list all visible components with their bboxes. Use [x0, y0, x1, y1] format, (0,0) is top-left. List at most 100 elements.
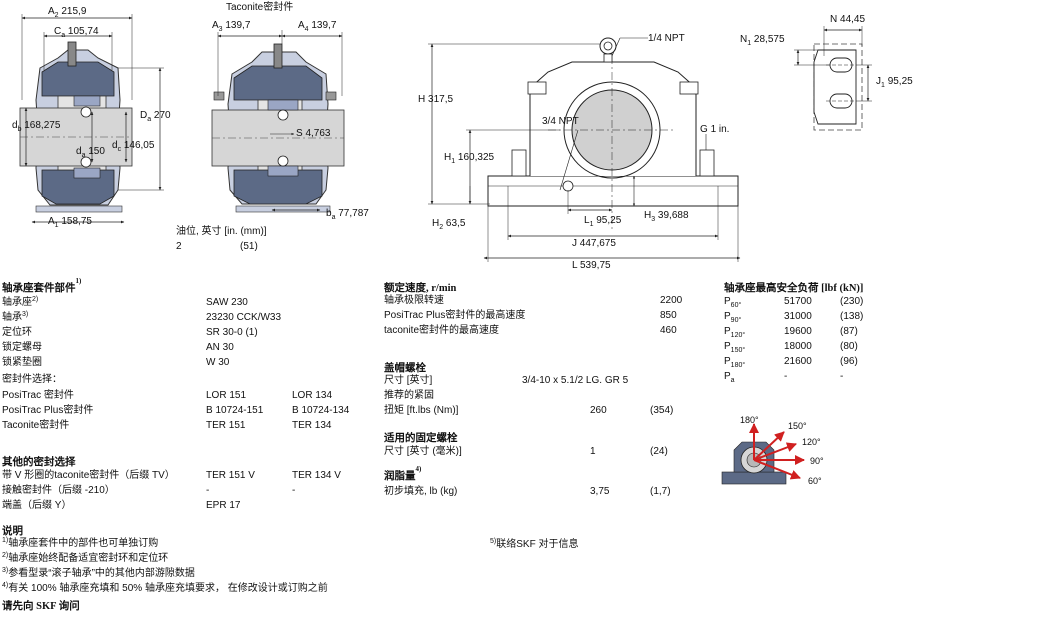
dim-a4: A4 139,7 — [298, 20, 337, 33]
dim-da-big: Da 270 — [140, 110, 171, 123]
section-view-taconite — [211, 30, 345, 213]
cap-bolts-torque-val: 260 — [590, 405, 607, 416]
speed-value: 460 — [660, 325, 677, 336]
load-label: P90° — [724, 311, 742, 324]
load-value-kn: (80) — [840, 341, 858, 352]
notes-title: 说明 — [2, 526, 23, 537]
notes-footer: 请先向 SKF 询问 — [2, 601, 80, 612]
note-item: 2)轴承座始终配备适宜密封环和定位环 — [2, 552, 169, 564]
load-label: P60° — [724, 296, 742, 309]
load-label: Pa — [724, 371, 735, 384]
grease-title: 润脂量4) — [384, 465, 422, 482]
component-value: SR 30-0 (1) — [206, 327, 258, 338]
component-label: 轴承座2) — [2, 296, 39, 308]
angle-60: 60° — [808, 476, 822, 486]
dim-da-small: da 150 — [76, 146, 105, 159]
angle-90: 90° — [810, 456, 824, 466]
dim-n1: N1 28,575 — [740, 34, 785, 47]
dim-ba: ba 77,787 — [326, 208, 369, 221]
component-value: SAW 230 — [206, 297, 248, 308]
load-value-kn: (87) — [840, 326, 858, 337]
component-label: 锁定螺母 — [2, 342, 42, 353]
dim-ca: Ca 105,74 — [54, 26, 99, 39]
load-value-lbf: - — [784, 371, 788, 382]
dim-h: H 317,5 — [418, 94, 454, 105]
cap-bolts-torque-hint: 推荐的紧固 — [384, 390, 434, 401]
dim-l1: L1 95,25 — [584, 215, 622, 228]
load-value-lbf: 19600 — [784, 326, 812, 337]
speed-value: 2200 — [660, 295, 683, 306]
dim-npt14: 1/4 NPT — [648, 33, 685, 44]
dim-s: S 4,763 — [296, 128, 331, 139]
seal-value-2: TER 134 — [292, 420, 332, 431]
seal-value-2: B 10724-134 — [292, 405, 350, 416]
front-view — [428, 37, 741, 262]
component-value: W 30 — [206, 357, 230, 368]
component-value: 23230 CCK/W33 — [206, 312, 282, 323]
dim-npt34: 3/4 NPT — [542, 116, 579, 127]
dim-h3: H3 39,688 — [644, 210, 689, 223]
other-seal-label: 带 V 形圈的taconite密封件（后缀 TV） — [2, 470, 175, 481]
speed-label: PosiTrac Plus密封件的最高速度 — [384, 310, 526, 321]
other-seal-label: 接触密封件（后缀 -210） — [2, 485, 115, 496]
other-seals-title: 其他的密封选择 — [2, 457, 76, 468]
seal-value-1: TER 151 — [206, 420, 246, 431]
oil-level-mm: (51) — [240, 241, 258, 252]
seal-value-1: LOR 151 — [206, 390, 247, 401]
grease-v1: 3,75 — [590, 486, 610, 497]
load-label: P180° — [724, 356, 746, 369]
dim-a2: A2 215,9 — [48, 6, 87, 19]
angle-180: 180° — [740, 415, 759, 425]
dim-h2: H2 63,5 — [432, 218, 466, 231]
loads-title: 轴承座最高安全负荷 [lbf (kN)] — [724, 283, 864, 294]
drawing-area — [19, 14, 872, 262]
cap-bolts-torque-label: 扭矩 [ft.lbs (Nm)] — [384, 405, 459, 416]
seal-title: Taconite密封件 — [226, 2, 294, 13]
dim-db: db 168,275 — [12, 120, 61, 133]
seal-label: PosiTrac Plus密封件 — [2, 405, 94, 416]
other-seal-value-2: TER 134 V — [292, 470, 341, 481]
cap-bolts-size-label: 尺寸 [英寸] — [384, 375, 433, 386]
note-item: 4)有关 100% 轴承座充填和 50% 轴承座充填要求， 在修改设计或订购之前 — [2, 582, 328, 594]
speed-label: 轴承极限转速 — [384, 295, 444, 306]
seal-label: Taconite密封件 — [2, 420, 70, 431]
speed-value: 850 — [660, 310, 677, 321]
load-value-lbf: 51700 — [784, 296, 812, 307]
fix-bolts-v1: 1 — [590, 446, 596, 457]
dim-l: L 539,75 — [572, 260, 611, 271]
load-label: P150° — [724, 341, 746, 354]
seal-value-2: LOR 134 — [292, 390, 333, 401]
load-value-lbf: 31000 — [784, 311, 812, 322]
seal-label: PosiTrac 密封件 — [2, 390, 74, 401]
fix-bolts-title: 适用的固定螺栓 — [384, 433, 458, 444]
speed-label: taconite密封件的最高速度 — [384, 325, 500, 336]
section-view-left — [19, 14, 164, 224]
dim-j: J 447,675 — [572, 238, 616, 249]
other-seal-value-1: TER 151 V — [206, 470, 255, 481]
angle-120: 120° — [802, 437, 821, 447]
load-value-kn: (230) — [840, 296, 864, 307]
load-value-lbf: 18000 — [784, 341, 812, 352]
grease-label: 初步填充, lb (kg) — [384, 486, 458, 497]
dim-h1: H1 160,325 — [444, 152, 495, 165]
dim-a1: A1 158,75 — [48, 216, 92, 229]
component-label: 定位环 — [2, 327, 32, 338]
note-item: 1)轴承座套件中的部件也可单独订购 — [2, 537, 159, 549]
fix-bolts-v2: (24) — [650, 446, 668, 457]
cap-bolts-size-value: 3/4-10 x 5.1/2 LG. GR 5 — [522, 375, 629, 386]
note-5: 5)联络SKF 对于信息 — [490, 538, 579, 550]
dim-n: N 44,45 — [830, 14, 866, 25]
angle-150: 150° — [788, 421, 807, 431]
cap-bolts-torque-val2: (354) — [650, 405, 674, 416]
dim-g: G 1 in. — [700, 124, 730, 135]
seal-choice-label: 密封件选择： — [2, 374, 62, 385]
fix-bolts-size-label: 尺寸 [英寸 (毫米)] — [384, 446, 462, 457]
load-value-lbf: 21600 — [784, 356, 812, 367]
note-item: 3)参看型录“滚子轴承”中的其他内部游隙数据 — [2, 567, 195, 579]
seal-value-1: B 10724-151 — [206, 405, 264, 416]
other-seal-value-1: - — [206, 485, 210, 496]
component-label: 轴承3) — [2, 311, 29, 323]
other-seal-label: 端盖（后缀 Y） — [2, 500, 72, 511]
dim-a3: A3 139,7 — [212, 20, 251, 33]
components-title: 轴承座套件部件1) — [2, 277, 82, 294]
